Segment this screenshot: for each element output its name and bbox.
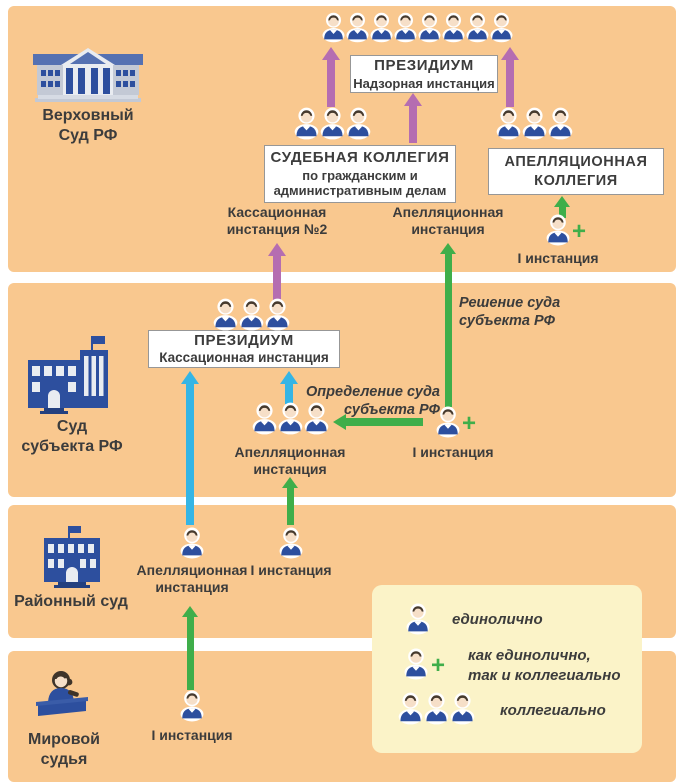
regional-presidium-title: ПРЕЗИДИУМ: [194, 331, 294, 349]
arrow-regional-presidium-to-cassation2: [268, 243, 286, 300]
judge-icon: [398, 692, 423, 725]
judge-icon: [450, 692, 475, 725]
district-court-building-icon: [44, 526, 100, 588]
judge-icon: [490, 12, 513, 43]
appellate-line1: АПЕЛЛЯЦИОННАЯ: [504, 154, 648, 171]
regional-court-band: [8, 283, 676, 497]
supreme-court-label: Верховный Суд РФ: [42, 107, 134, 145]
regional-presidium-subtitle: Кассационная инстанция: [159, 350, 329, 366]
judge-icon: [265, 298, 290, 331]
appellate-collegium-box: АПЕЛЛЯЦИОННАЯ КОЛЛЕГИЯ: [488, 148, 664, 195]
judge-icon: [466, 12, 489, 43]
arrow-regional-appeal-to-presidium: [280, 371, 298, 404]
judge-icon: [279, 527, 303, 559]
arrow-district-first-to-regional-appeal: [282, 477, 298, 525]
judge-icon: [322, 12, 345, 43]
regional-court-label: Суд субъекта РФ: [21, 418, 123, 456]
supreme-court-building-icon: [33, 48, 143, 102]
first-instance-label-district: I инстанция: [250, 562, 332, 578]
legend-collegial-label: коллегиально: [500, 702, 606, 719]
regional-presidium-judges-group: [213, 298, 290, 331]
collegium-title: СУДЕБНАЯ КОЛЛЕГИЯ: [270, 149, 450, 167]
plus-sign: +: [431, 652, 446, 679]
first-instance-label-supreme: I инстанция: [517, 250, 599, 266]
plus-sign: +: [572, 218, 587, 245]
first-instance-label-regional: I инстанция: [412, 444, 494, 460]
regional-court-building-icon: [28, 336, 108, 414]
legend-judges-group: [398, 692, 475, 725]
judge-icon: [424, 692, 449, 725]
judge-icon: [320, 107, 345, 140]
judicial-collegium-box: СУДЕБНАЯ КОЛЛЕГИЯ по гражданским и админ…: [264, 145, 456, 203]
judge-icon: [548, 107, 573, 140]
judge-icon: [252, 402, 277, 435]
appellate-judges-group: [496, 107, 573, 140]
judge-icon: [404, 648, 428, 680]
appeal-instance-label-supreme: Апелляционная инстанция: [392, 204, 504, 238]
plus-sign: +: [462, 410, 477, 437]
judge-icon: [239, 298, 264, 331]
supreme-court-band: [8, 6, 676, 272]
judge-icon: [370, 12, 393, 43]
appeal-instance-label-district: Апелляционная инстанция: [136, 562, 248, 596]
ruling-annotation: Определение суда субъекта РФ: [305, 384, 440, 418]
arrow-ruling-to-appeal-instance: [333, 414, 423, 430]
judge-icon: [346, 107, 371, 140]
arrow-magistrate-to-district-appeal: [182, 606, 198, 690]
judge-icon: [496, 107, 521, 140]
presidium-title: ПРЕЗИДИУМ: [374, 56, 474, 74]
arrow-district-appeal-to-regional-presidium: [181, 371, 199, 525]
district-court-label: Районный суд: [14, 593, 128, 610]
arrow-collegium-box-to-presidium: [404, 93, 422, 143]
legend-box: единолично + как единолично, так и колле…: [372, 585, 642, 753]
judge-icon: [180, 527, 204, 559]
arrow-first-instance-to-appellate-collegium: [554, 196, 570, 218]
judge-icon: [294, 107, 319, 140]
judge-icon: [213, 298, 238, 331]
collegium-judges-group: [294, 107, 371, 140]
collegium-line3: административным делам: [273, 183, 447, 199]
judge-icon: [442, 12, 465, 43]
decision-annotation: Решение суда субъекта РФ: [459, 295, 561, 329]
presidium-judges-row: [322, 12, 513, 43]
arrow-appellate-to-presidium: [501, 47, 519, 107]
judge-icon: [394, 12, 417, 43]
magistrate-judge-icon: [36, 671, 88, 716]
appellate-line2: КОЛЛЕГИЯ: [534, 172, 618, 189]
appeal-instance-label-regional: Апелляционная инстанция: [234, 444, 346, 478]
judge-icon: [546, 214, 570, 246]
judge-icon: [522, 107, 547, 140]
arrow-decision-to-appeal-instance: [440, 243, 456, 407]
presidium-supervisory-box: ПРЕЗИДИУМ Надзорная инстанция: [350, 55, 498, 93]
judge-icon: [180, 690, 204, 722]
arrow-collegium-to-presidium-left: [322, 47, 340, 107]
legend-sole-label: единолично: [452, 611, 543, 628]
judge-icon: [346, 12, 369, 43]
judge-icon: [406, 603, 430, 635]
magistrate-label: Мировой судья: [28, 731, 100, 769]
first-instance-label-magistrate: I инстанция: [151, 727, 233, 743]
presidium-subtitle: Надзорная инстанция: [353, 75, 495, 91]
presidium-cassation-box: ПРЕЗИДИУМ Кассационная инстанция: [148, 330, 340, 368]
judge-icon: [418, 12, 441, 43]
cassation2-instance-label: Кассационная инстанция №2: [226, 204, 328, 238]
collegium-line2: по гражданским и: [302, 167, 418, 183]
legend-mixed-label: как единолично, так и коллегиально: [468, 647, 621, 684]
